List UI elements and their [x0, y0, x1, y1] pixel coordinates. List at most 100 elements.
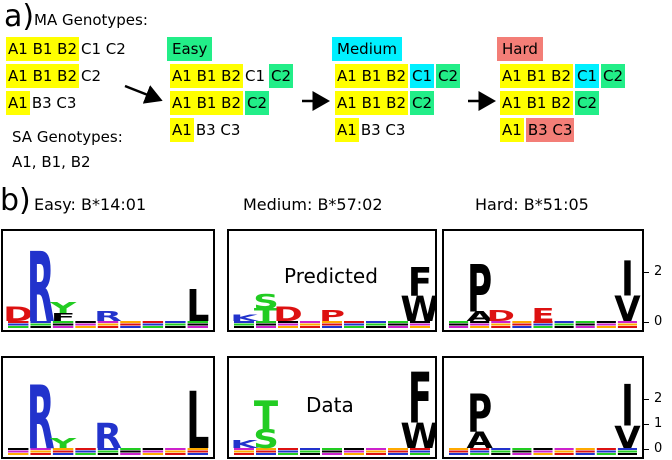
logo-background-stack [533, 323, 553, 326]
panel-a-letter: a) [4, 0, 35, 34]
y-tick-mark [644, 449, 649, 450]
logo-background-stack [300, 326, 320, 328]
allele-group: B3 C3 [360, 121, 406, 139]
logo-background-stack [120, 326, 141, 328]
logo-letter: I [621, 251, 634, 307]
logo-background-stack [30, 326, 51, 328]
logo-background-stack [234, 453, 254, 455]
logo-background-stack [596, 450, 616, 453]
logo-background-stack [554, 448, 574, 450]
logo-background-stack [366, 323, 386, 326]
logo-background-stack [278, 448, 298, 450]
logo-background-stack [366, 321, 386, 323]
logo-background-stack [142, 453, 164, 455]
logo-letter: R [27, 367, 55, 457]
logo-background-stack [470, 450, 490, 453]
allele-group: C1 C2 [81, 40, 126, 58]
logo-background-stack [449, 323, 469, 326]
logo-background-stack [8, 323, 29, 326]
logo-letter: T [254, 305, 278, 326]
allele-group: C2 [575, 91, 600, 115]
logo-background-stack [344, 326, 364, 328]
logo-background-stack [388, 450, 408, 453]
logo-background-stack [142, 450, 164, 453]
y-tick-mark [644, 424, 649, 425]
logo-background-stack [410, 321, 430, 323]
logo-letter: Y [49, 436, 77, 451]
logo-background-stack [322, 450, 342, 453]
logo-background-stack [120, 323, 141, 326]
logo-letter: R [94, 309, 122, 324]
logo-background-stack [617, 321, 637, 323]
logo-background-stack [554, 323, 574, 326]
logo-background-stack [617, 450, 637, 453]
logo-letter: D [273, 303, 302, 326]
logo-background-stack [8, 448, 29, 450]
logo-background-stack [449, 450, 469, 453]
easy-label: Easy [167, 37, 213, 61]
logo-background-stack [52, 448, 74, 450]
arrow-to-easy-icon [124, 84, 163, 104]
predicted-row-label: Predicted [282, 264, 380, 288]
logo-background-stack [256, 450, 276, 453]
allele-group: A1 B1 B2 [500, 91, 574, 115]
logo-background-stack [596, 453, 616, 455]
logo-background-stack [300, 321, 320, 323]
logo-letter: R [94, 417, 122, 457]
logo-background-stack [30, 453, 51, 455]
logo-background-stack [52, 321, 74, 323]
logo-background-stack [278, 450, 298, 453]
logo-background-stack [512, 326, 532, 328]
allele-group: B3 C3 [31, 94, 77, 112]
logo-letter: V [614, 420, 640, 456]
logo-background-stack [470, 326, 490, 328]
logo-background-stack [575, 323, 595, 326]
logo-background-stack [75, 321, 96, 323]
logo-background-stack [234, 450, 254, 453]
allele-group: A1 [335, 118, 359, 142]
logo-background-stack [165, 450, 186, 453]
logo-background-stack [491, 323, 511, 326]
logo-background-stack [234, 323, 254, 326]
logo-background-stack [165, 448, 186, 450]
logo-background-stack [300, 450, 320, 453]
logo-background-stack [575, 448, 595, 450]
logo-background-stack [617, 323, 637, 326]
logo-background-stack [575, 326, 595, 328]
logo-background-stack [322, 448, 342, 450]
y-tick-mark [644, 399, 649, 400]
logo-background-stack [388, 448, 408, 450]
logo-background-stack [617, 448, 637, 450]
logo-background-stack [75, 453, 96, 455]
logo-background-stack [533, 321, 553, 323]
logo-letter: W [400, 289, 435, 330]
logo-background-stack [120, 448, 141, 450]
hard-logo-title: Hard: B*51:05 [475, 195, 589, 214]
allele-group: B3 C3 [525, 118, 575, 142]
logo-background-stack [410, 453, 430, 455]
logo-letter: P [467, 252, 492, 327]
allele-group: C1 [245, 67, 266, 85]
logo-background-stack [300, 323, 320, 326]
logo-background-stack [470, 323, 490, 326]
allele-group: C1 [575, 64, 600, 88]
logo-background-stack [388, 323, 408, 326]
medium-logo-title: Medium: B*57:02 [243, 195, 383, 214]
logo-background-stack [596, 448, 616, 450]
logo-background-stack [97, 453, 119, 455]
logo-background-stack [366, 453, 386, 455]
logo-background-stack [491, 321, 511, 323]
allele-group: A1 [170, 118, 194, 142]
logo-background-stack [75, 323, 96, 326]
logo-letter: F [51, 311, 76, 324]
logo-background-stack [366, 450, 386, 453]
logo-background-stack [491, 453, 511, 455]
logo-background-stack [533, 326, 553, 328]
logo-background-stack [554, 326, 574, 328]
logo-background-stack [142, 326, 164, 328]
